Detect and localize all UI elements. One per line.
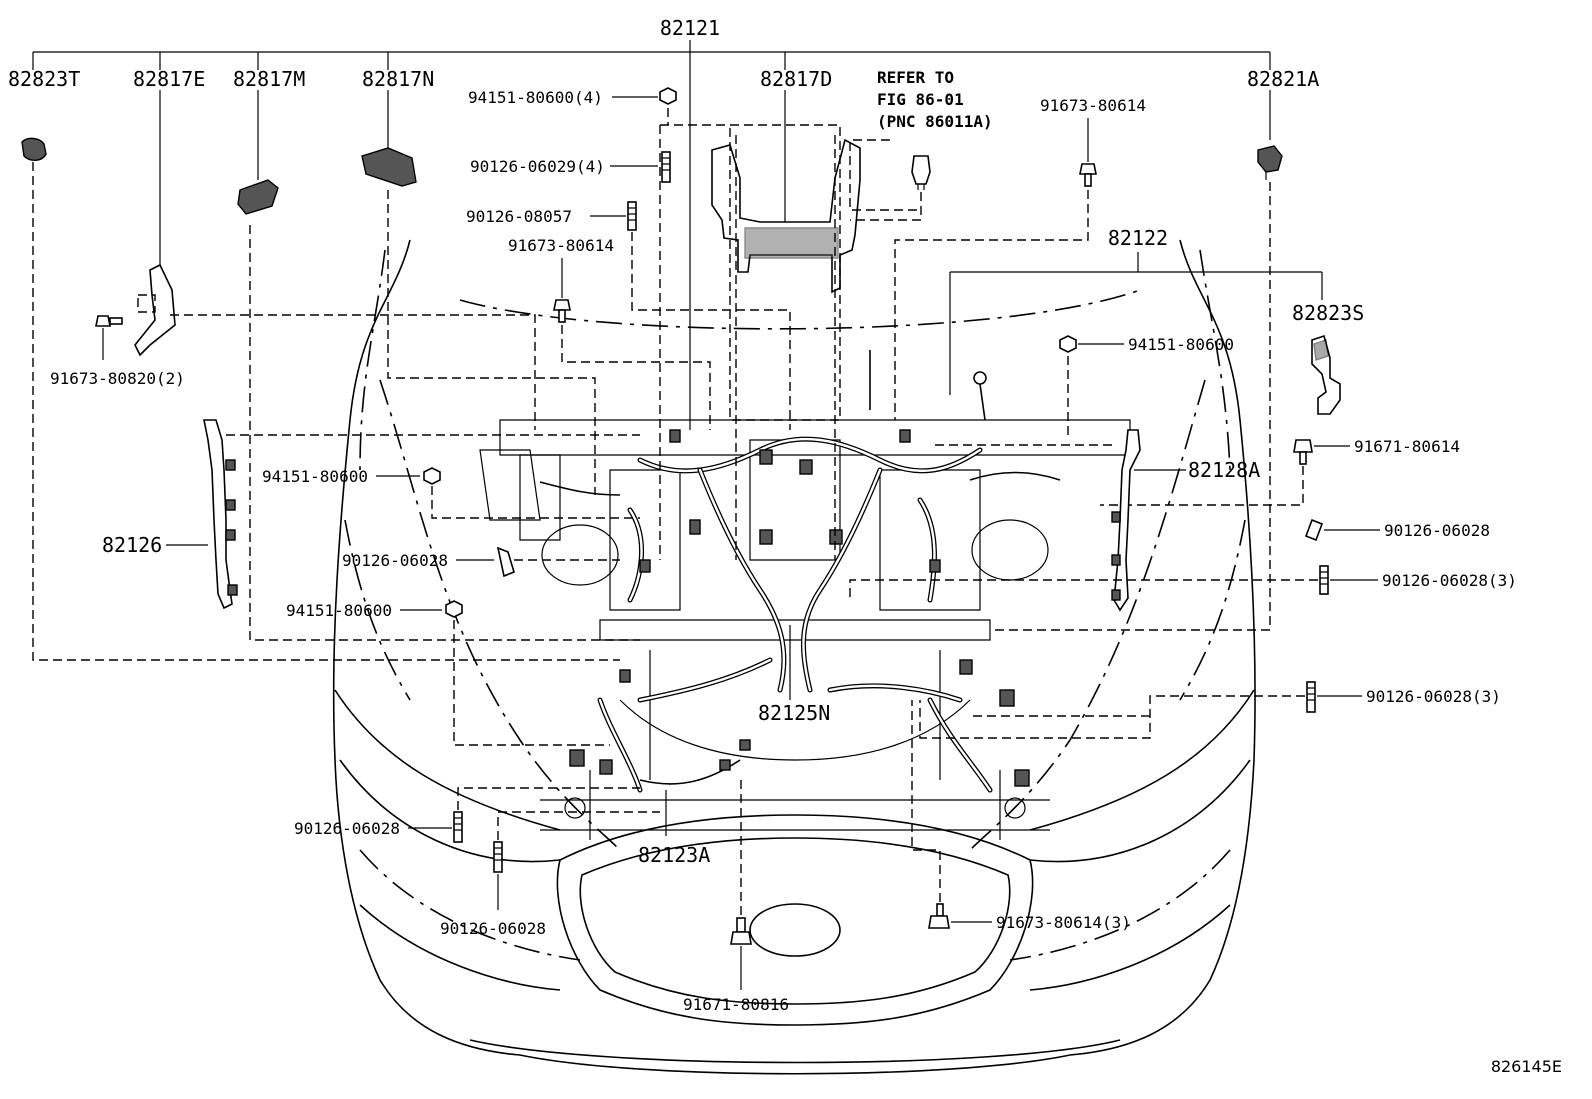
fastener-90126-06028-right (1304, 518, 1380, 542)
engine-bay-components (479, 350, 1131, 793)
part-82817E (134, 90, 536, 430)
label-82123A: 82123A (638, 843, 710, 867)
vehicle-body-outline (332, 239, 1256, 1075)
label-82125N: 82125N (758, 701, 830, 725)
label-91673-80820-2: 91673-80820(2) (50, 369, 185, 388)
part-82823S (1311, 334, 1341, 415)
fastener-91671-80614 (1100, 439, 1350, 506)
fastener-90126-06028-3-a (849, 565, 1378, 600)
part-refer-connector (849, 139, 931, 221)
label-94151-80600-4: 94151-80600(4) (468, 88, 603, 107)
part-82126 (166, 419, 640, 610)
label-91671-80816: 91671-80816 (683, 995, 789, 1014)
part-82817N (361, 90, 596, 495)
fastener-90126-08057 (590, 201, 791, 430)
fastener-90126-06028-left (456, 546, 620, 578)
label-90126-06029-4: 90126-06029(4) (470, 157, 605, 176)
label-91673-80614-3: 91673-80614(3) (996, 913, 1131, 932)
fastener-90126-06028-lower-a (408, 787, 640, 843)
fastener-94151-80600-lower (400, 600, 610, 746)
label-82128A: 82128A (1188, 458, 1260, 482)
label-94151-80600-right: 94151-80600 (1128, 335, 1234, 354)
label-90126-06028-3-a: 90126-06028(3) (1382, 571, 1517, 590)
label-94151-80600-left: 94151-80600 (262, 467, 368, 486)
label-91673-80614-right: 91673-80614 (1040, 96, 1146, 115)
diagram-code: 826145E (1491, 1057, 1562, 1076)
fastener-90126-06029-4 (610, 151, 671, 183)
part-82821A (990, 90, 1283, 631)
label-82823T: 82823T (8, 67, 80, 91)
fastener-91673-80614-3 (911, 700, 992, 929)
fastener-91673-80614-right (894, 118, 1097, 420)
part-82128A (930, 429, 1186, 612)
fastener-91671-80816 (730, 780, 752, 990)
label-82817D: 82817D (760, 67, 832, 91)
refer-note: REFER TO FIG 86-01 (PNC 86011A) (877, 68, 993, 131)
bracket-82122 (949, 252, 1323, 395)
label-90126-06028-lower-b: 90126-06028 (440, 919, 546, 938)
fastener-94151-80600-right (1059, 335, 1124, 440)
fastener-94151-80600-left (376, 467, 640, 519)
refer-note-line3: (PNC 86011A) (877, 112, 993, 131)
part-82823T (21, 137, 620, 661)
refer-note-line1: REFER TO (877, 68, 954, 87)
label-90126-06028-lower-a: 90126-06028 (294, 819, 400, 838)
fastener-91673-80614-left (553, 258, 711, 430)
fastener-90126-06028-3-b (919, 681, 1362, 739)
label-94151-80600-lower: 94151-80600 (286, 601, 392, 620)
label-82821A: 82821A (1247, 67, 1319, 91)
label-90126-06028-left: 90126-06028 (342, 551, 448, 570)
part-82817D (659, 90, 861, 560)
label-91671-80614: 91671-80614 (1354, 437, 1460, 456)
refer-note-line2: FIG 86-01 (877, 90, 964, 109)
fastener-90126-06028-lower-b (493, 811, 660, 910)
fastener-91673-80820-2 (95, 315, 123, 360)
label-82823S: 82823S (1292, 301, 1364, 325)
label-90126-06028-right: 90126-06028 (1384, 521, 1490, 540)
bracket-82121 (32, 40, 1271, 430)
label-90126-08057: 90126-08057 (466, 207, 572, 226)
label-82817E: 82817E (133, 67, 205, 91)
label-82126: 82126 (102, 533, 162, 557)
label-90126-06028-3-b: 90126-06028(3) (1366, 687, 1501, 706)
label-82121: 82121 (660, 16, 720, 40)
fastener-94151-80600-4 (612, 87, 677, 125)
label-82817N: 82817N (362, 67, 434, 91)
label-82817M: 82817M (233, 67, 305, 91)
label-82122: 82122 (1108, 226, 1168, 250)
part-82817M (237, 90, 640, 641)
label-91673-80614-left: 91673-80614 (508, 236, 614, 255)
